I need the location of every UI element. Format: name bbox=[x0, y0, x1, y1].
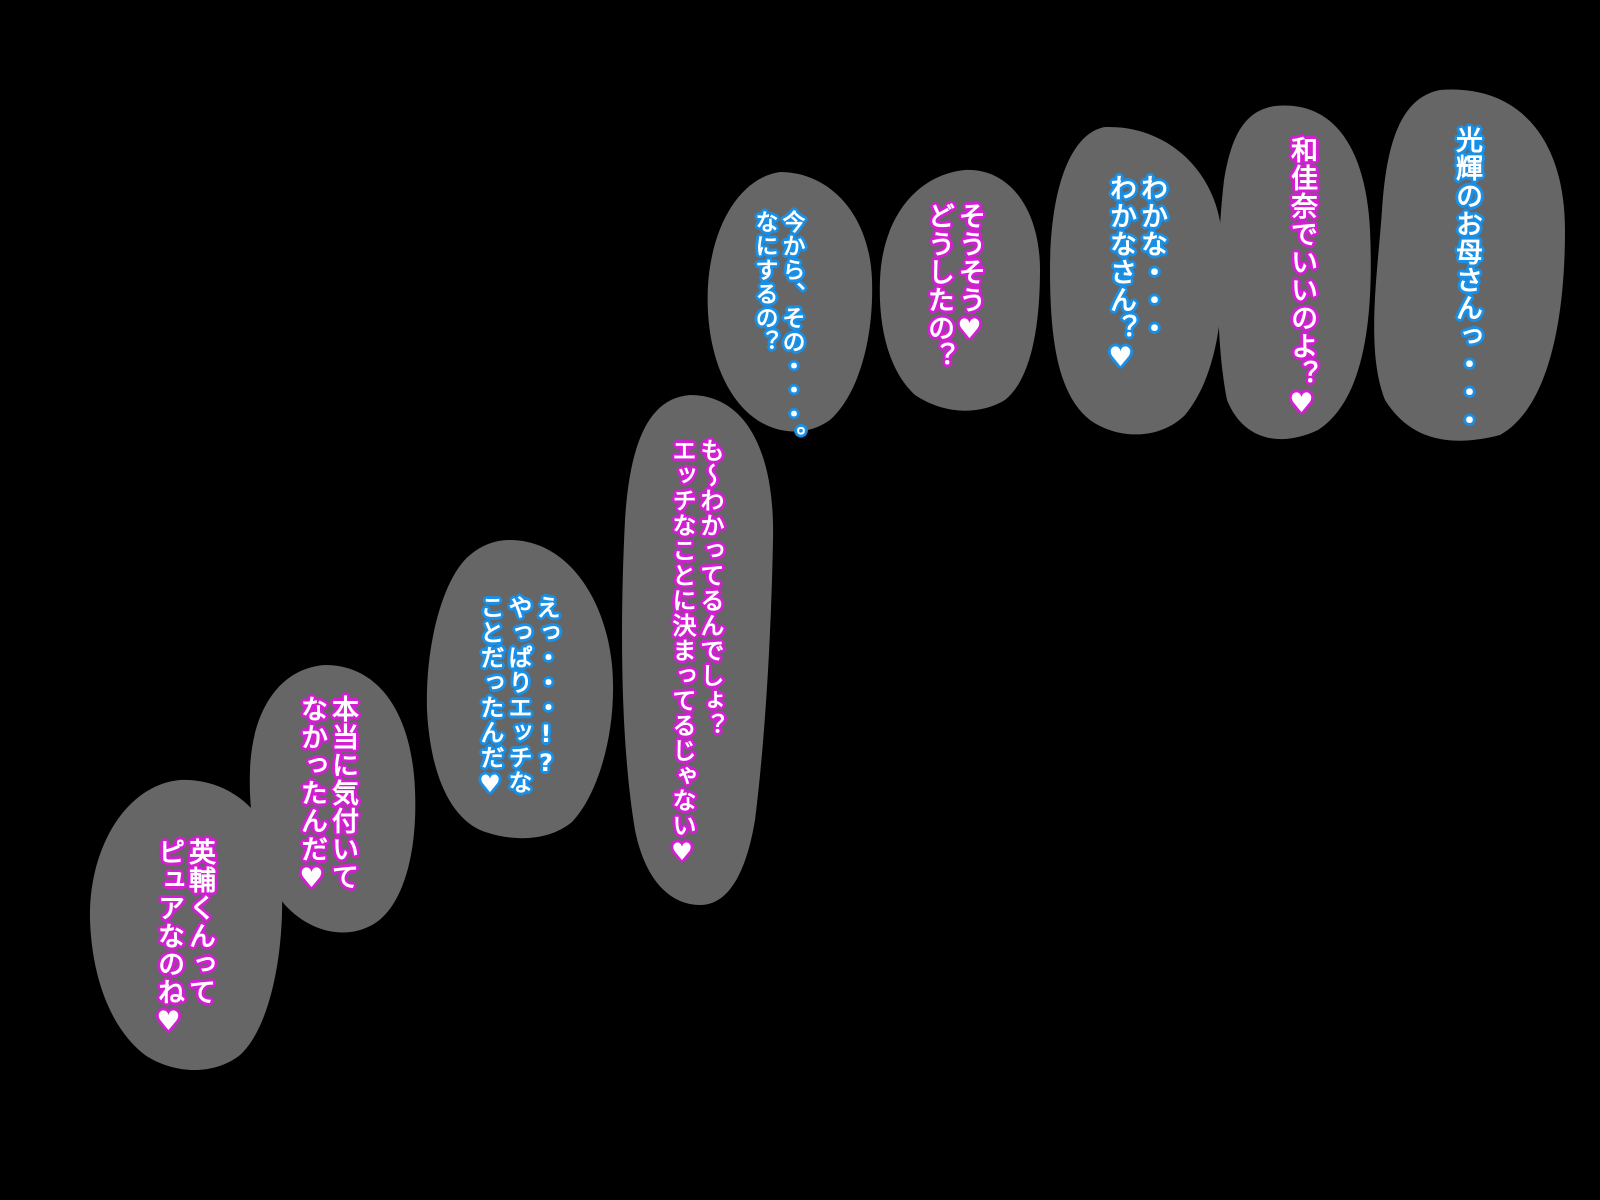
speech-line: 英輔くんって bbox=[184, 838, 215, 1006]
speech-line: そうそう♥ bbox=[954, 202, 985, 346]
speech-bubble-4 bbox=[879, 169, 1040, 411]
speech-bubble-1 bbox=[1374, 89, 1565, 441]
speech-bubble-text-7: えっ・・・!? やっぱりエッチな ことだったんだ♥ bbox=[476, 595, 560, 799]
speech-line: なにするの？ bbox=[751, 210, 777, 354]
speech-line: やっぱりエッチな bbox=[504, 595, 532, 795]
speech-bubble-text-6: も～わかってるんでしょ？ エッチなことに決まってるじゃない♥ bbox=[668, 438, 724, 867]
speech-bubble-2 bbox=[1217, 105, 1371, 440]
speech-line: ピュアなのね♥ bbox=[153, 838, 184, 1038]
speech-line: わかな・・・ bbox=[1136, 174, 1167, 342]
speech-line: なかったんだ♥ bbox=[296, 695, 327, 895]
speech-bubble-text-1: 光輝のお母さんっ・・・ bbox=[1451, 126, 1482, 434]
speech-line: エッチなことに決まってるじゃない♥ bbox=[668, 438, 696, 867]
speech-line: えっ・・・!? bbox=[532, 595, 560, 778]
speech-bubble-5 bbox=[707, 172, 873, 432]
speech-line: わかなさん？♥ bbox=[1105, 174, 1136, 374]
speech-bubble-7 bbox=[426, 540, 614, 839]
speech-line: 光輝のお母さんっ・・・ bbox=[1451, 126, 1482, 434]
speech-line: 今から、その・・・。 bbox=[778, 210, 804, 450]
speech-bubble-text-4: そうそう♥ どうしたの？ bbox=[923, 202, 985, 370]
speech-bubble-6 bbox=[622, 395, 774, 905]
speech-bubble-3 bbox=[1050, 126, 1223, 435]
speech-bubble-text-3: わかな・・・ わかなさん？♥ bbox=[1105, 174, 1167, 374]
speech-line: 和佳奈でいいのよ？♥ bbox=[1286, 136, 1317, 420]
speech-bubble-text-8: 本当に気付いて なかったんだ♥ bbox=[296, 695, 358, 895]
speech-bubble-text-9: 英輔くんって ピュアなのね♥ bbox=[153, 838, 215, 1038]
speech-line: 本当に気付いて bbox=[327, 695, 358, 891]
speech-line: ことだったんだ♥ bbox=[476, 595, 504, 799]
speech-bubble-8 bbox=[249, 665, 416, 933]
speech-line: も～わかってるんでしょ？ bbox=[696, 438, 724, 738]
speech-bubble-text-2: 和佳奈でいいのよ？♥ bbox=[1286, 136, 1317, 420]
speech-bubble-text-5: 今から、その・・・。 なにするの？ bbox=[751, 210, 804, 450]
speech-bubble-9 bbox=[89, 779, 283, 1070]
speech-line: どうしたの？ bbox=[923, 202, 954, 370]
